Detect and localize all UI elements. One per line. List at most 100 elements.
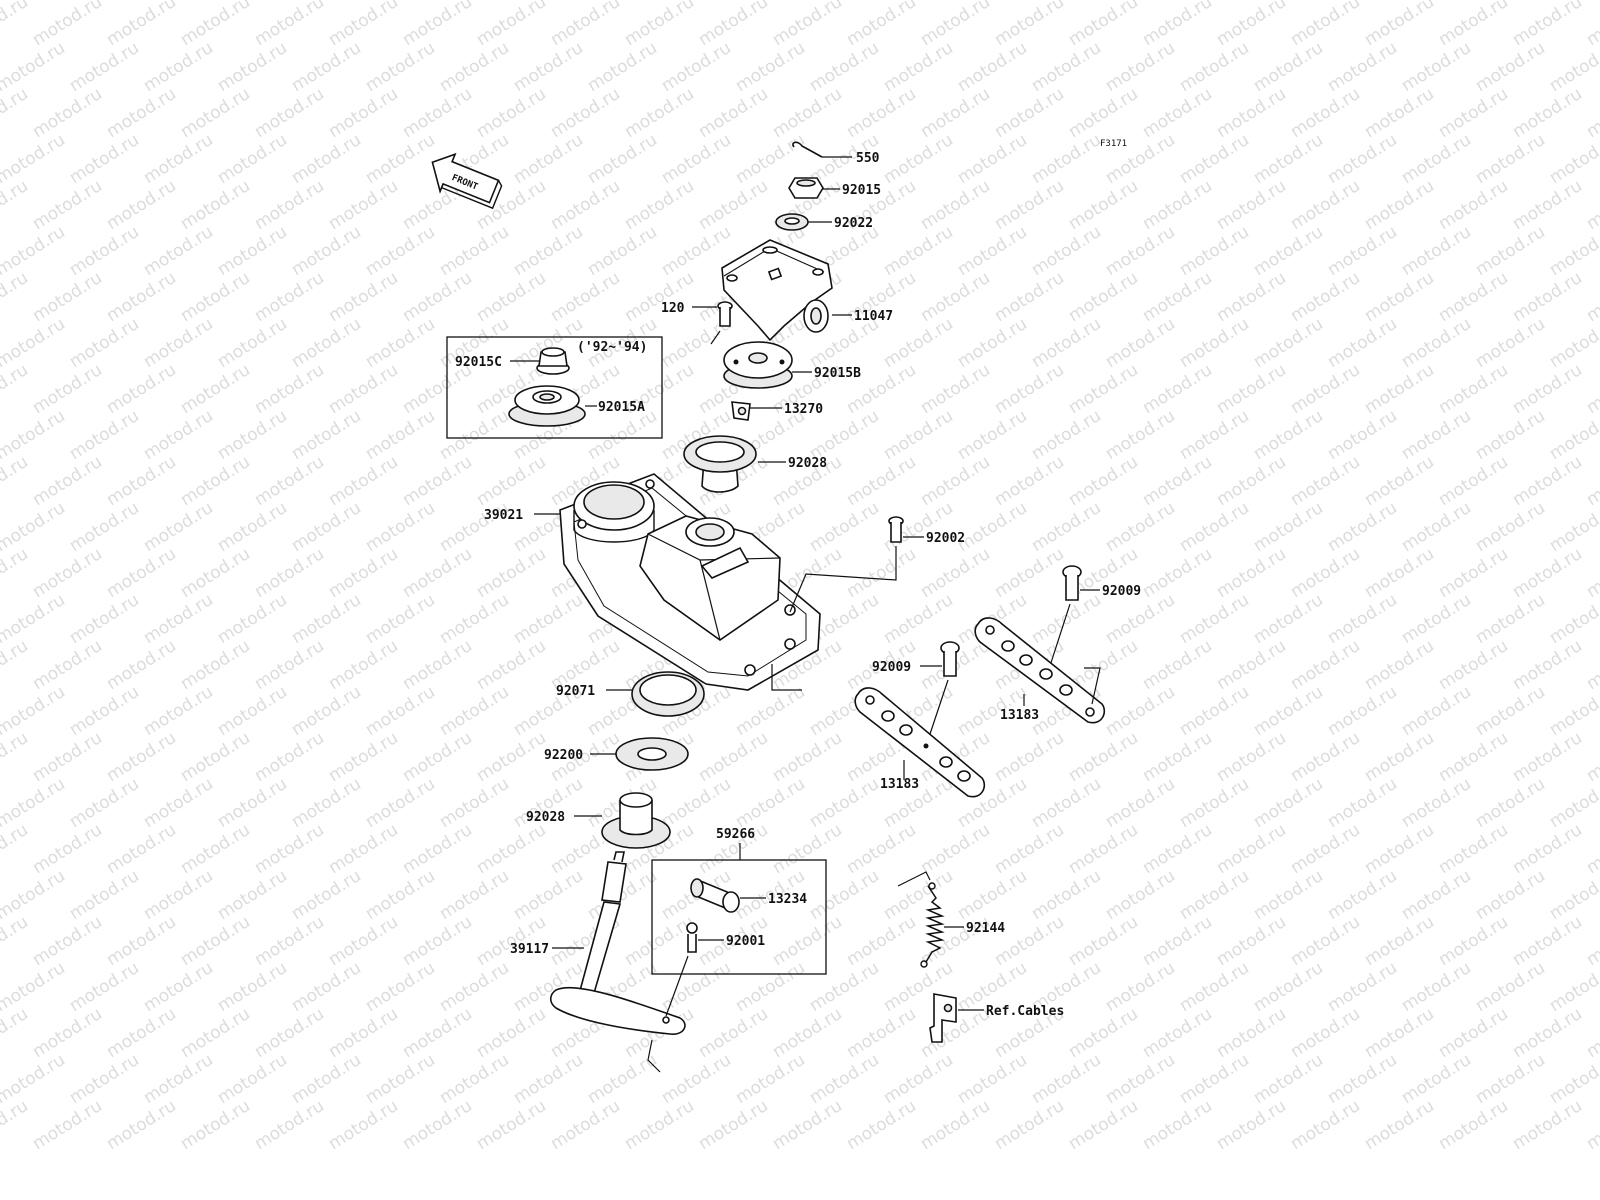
watermark-text: motod.ru [843, 1004, 920, 1062]
watermark-text: motod.ru [0, 0, 32, 50]
watermark-text: motod.ru [1361, 84, 1438, 142]
watermark-text: motod.ru [1324, 38, 1401, 96]
watermark-text: motod.ru [1250, 774, 1327, 832]
watermark-text: motod.ru [1435, 268, 1512, 326]
watermark-text: motod.ru [991, 268, 1068, 326]
watermark-text: motod.ru [214, 774, 291, 832]
watermark-text: motod.ru [1065, 820, 1142, 878]
part-label-92015A: 92015A [598, 400, 645, 415]
part-label-92015: 92015 [842, 183, 881, 198]
watermark-text: motod.ru [1250, 314, 1327, 372]
watermark-text: motod.ru [1509, 452, 1586, 510]
watermark-text: motod.ru [1250, 222, 1327, 280]
watermark-text: motod.ru [732, 958, 809, 1016]
watermark-text: motod.ru [954, 314, 1031, 372]
watermark-text: motod.ru [1398, 222, 1475, 280]
watermark-text: motod.ru [769, 0, 846, 50]
watermark-text: motod.ru [362, 774, 439, 832]
watermark-text: motod.ru [399, 1004, 476, 1062]
watermark-text: motod.ru [436, 958, 513, 1016]
watermark-text: motod.ru [510, 866, 587, 924]
variant-note: ('92~'94) [577, 340, 647, 355]
watermark-text: motod.ru [1583, 84, 1600, 142]
watermark-text: motod.ru [288, 682, 365, 740]
watermark-text: motod.ru [1398, 1050, 1475, 1108]
watermark-text: motod.ru [1509, 1096, 1586, 1154]
watermark-text: motod.ru [954, 38, 1031, 96]
watermark-text: motod.ru [436, 1050, 513, 1108]
watermark-text: motod.ru [325, 636, 402, 694]
watermark-text: motod.ru [473, 636, 550, 694]
watermark-text: motod.ru [1583, 728, 1600, 786]
watermark-text: motod.ru [1287, 176, 1364, 234]
watermark-text: motod.ru [1398, 130, 1475, 188]
watermark-text: motod.ru [1065, 728, 1142, 786]
watermark-text: motod.ru [288, 1050, 365, 1108]
watermark-text: motod.ru [1287, 84, 1364, 142]
part-label-11047: 11047 [854, 309, 893, 324]
watermark-text: motod.ru [1139, 820, 1216, 878]
watermark-text: motod.ru [140, 498, 217, 556]
watermark-text: motod.ru [325, 360, 402, 418]
watermark-text: motod.ru [251, 544, 328, 602]
watermark-text: motod.ru [991, 0, 1068, 50]
watermark-text: motod.ru [29, 912, 106, 970]
watermark-text: motod.ru [547, 0, 624, 50]
watermark-text: motod.ru [1102, 866, 1179, 924]
part-label-92022: 92022 [834, 216, 873, 231]
watermark-text: motod.ru [584, 38, 661, 96]
watermark-text: motod.ru [1287, 820, 1364, 878]
watermark-text: motod.ru [1324, 222, 1401, 280]
bracket-icon [721, 239, 833, 342]
bushing-icon [601, 792, 671, 849]
watermark-text: motod.ru [1583, 1004, 1600, 1062]
watermark-text: motod.ru [1472, 774, 1549, 832]
watermark-text: motod.ru [1287, 728, 1364, 786]
watermark-text: motod.ru [1213, 0, 1290, 50]
watermark-text: motod.ru [436, 590, 513, 648]
watermark-text: motod.ru [769, 84, 846, 142]
watermark-text: motod.ru [769, 912, 846, 970]
watermark-text: motod.ru [880, 38, 957, 96]
seal-ring-icon [631, 671, 705, 717]
watermark-text: motod.ru [399, 912, 476, 970]
watermark-text: motod.ru [584, 130, 661, 188]
watermark-text: motod.ru [399, 84, 476, 142]
watermark-text: motod.ru [0, 38, 69, 96]
watermark-text: motod.ru [473, 84, 550, 142]
watermark-text: motod.ru [177, 452, 254, 510]
part-label-92001: 92001 [726, 934, 765, 949]
watermark-text: motod.ru [1361, 728, 1438, 786]
watermark-text: motod.ru [1176, 774, 1253, 832]
watermark-text: motod.ru [1583, 912, 1600, 970]
watermark-text: motod.ru [1287, 268, 1364, 326]
watermark-text: motod.ru [510, 590, 587, 648]
watermark-text: motod.ru [66, 38, 143, 96]
watermark-text: motod.ru [1065, 1004, 1142, 1062]
watermark-text: motod.ru [66, 222, 143, 280]
watermark-text: motod.ru [1472, 958, 1549, 1016]
watermark-text: motod.ru [658, 38, 735, 96]
figure-code: F3171 [1100, 139, 1127, 149]
watermark-text: motod.ru [1509, 176, 1586, 234]
watermark-text: motod.ru [177, 636, 254, 694]
watermark-text: motod.ru [1139, 268, 1216, 326]
watermark-text: motod.ru [843, 912, 920, 970]
watermark-text: motod.ru [1176, 38, 1253, 96]
watermark-text: motod.ru [917, 452, 994, 510]
watermark-text: motod.ru [1213, 912, 1290, 970]
watermark-text: motod.ru [954, 222, 1031, 280]
watermark-text: motod.ru [1176, 314, 1253, 372]
watermark-text: motod.ru [510, 38, 587, 96]
bolt-icon [1062, 565, 1082, 601]
part-label-120: 120 [661, 301, 685, 316]
watermark-text: motod.ru [991, 728, 1068, 786]
bolt-icon [888, 516, 904, 543]
part-label-92015C: 92015B [814, 366, 861, 381]
watermark-text: motod.ru [621, 0, 698, 50]
watermark-text: motod.ru [1398, 774, 1475, 832]
watermark-text: motod.ru [695, 176, 772, 234]
watermark-text: motod.ru [29, 268, 106, 326]
watermark-text: motod.ru [880, 130, 957, 188]
watermark-text: motod.ru [399, 0, 476, 50]
